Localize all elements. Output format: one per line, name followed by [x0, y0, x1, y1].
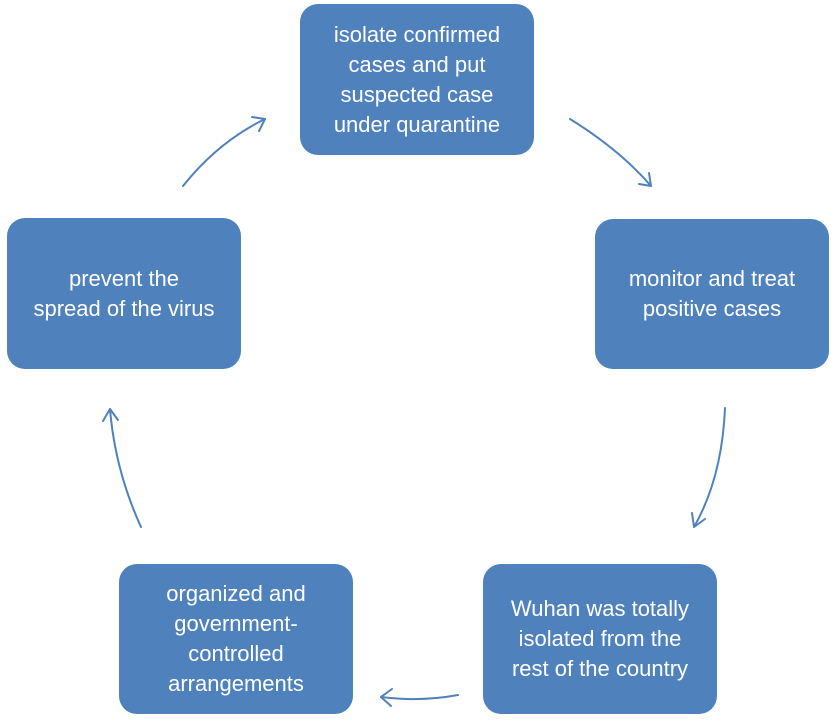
- arrow-left-to-top-line: [182, 118, 266, 187]
- node-isolate-confirmed-cases: isolate confirmed cases and put suspecte…: [300, 4, 534, 155]
- node-left-label: prevent the spread of the virus: [33, 265, 215, 321]
- arrow-left-to-top: [182, 116, 266, 187]
- node-bottom-left-label: organized and government- controlled arr…: [166, 581, 306, 696]
- arrow-bottom-right-to-bottom-left-line: [380, 694, 459, 701]
- arrow-top-to-right-head: [638, 172, 652, 187]
- arrow-bottom-left-to-left-line: [109, 408, 142, 528]
- arrow-right-to-bottom-right-line: [693, 407, 726, 528]
- arrow-right-to-bottom-right: [691, 407, 726, 528]
- arrow-bottom-left-to-left: [102, 408, 142, 528]
- arrow-bottom-right-to-bottom-left: [380, 688, 459, 707]
- arrow-top-to-right-line: [569, 118, 652, 187]
- arrow-right-to-bottom-right-head: [691, 512, 706, 528]
- node-organized-arrangements: organized and government- controlled arr…: [119, 564, 353, 714]
- arrow-bottom-right-to-bottom-left-head: [380, 688, 393, 707]
- node-prevent-spread: prevent the spread of the virus: [7, 218, 241, 369]
- node-right-label: monitor and treat positive cases: [628, 266, 796, 321]
- node-monitor-and-treat: monitor and treat positive cases: [595, 219, 829, 369]
- arrow-left-to-top-head: [251, 116, 266, 132]
- node-wuhan-isolated: Wuhan was totally isolated from the rest…: [483, 564, 717, 714]
- arrow-top-to-right: [569, 118, 652, 187]
- node-top-label: isolate confirmed cases and put suspecte…: [333, 21, 501, 137]
- arrow-bottom-left-to-left-head: [102, 408, 119, 422]
- node-bottom-right-label: Wuhan was totally isolated from the rest…: [510, 596, 690, 681]
